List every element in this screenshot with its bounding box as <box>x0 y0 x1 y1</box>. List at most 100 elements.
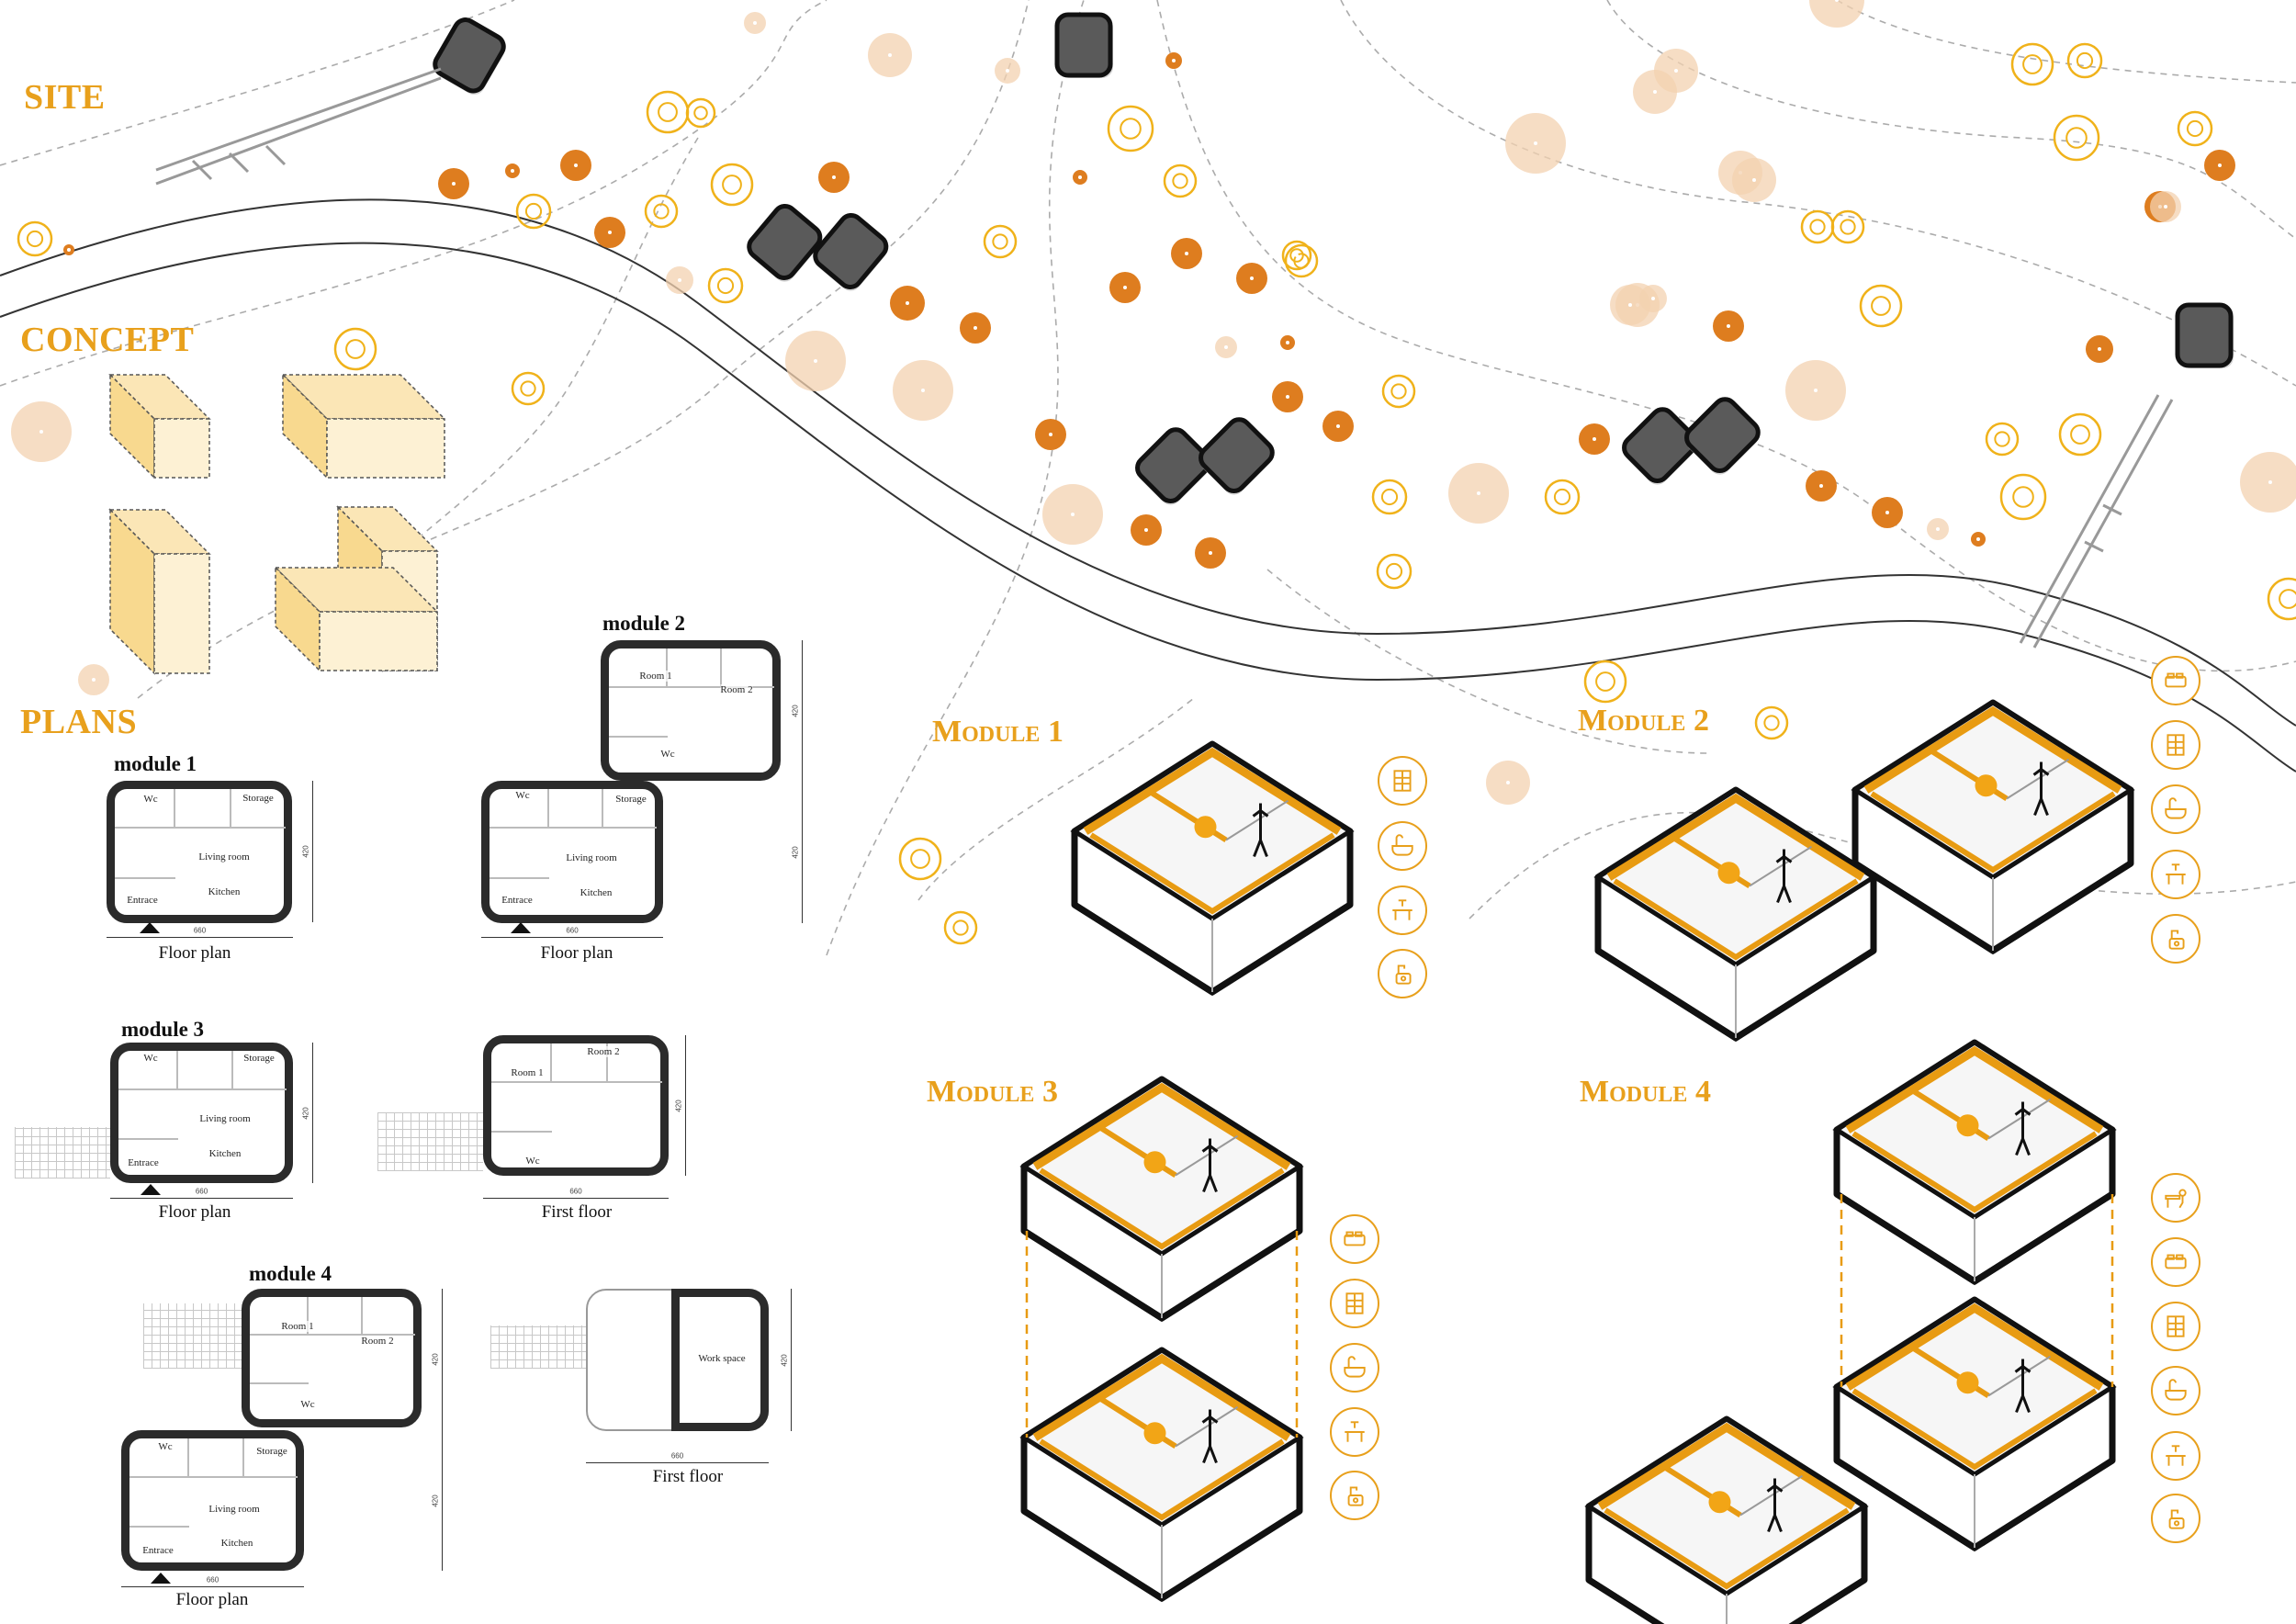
tree-ring-inner <box>1390 383 1407 400</box>
room-label: Living room <box>198 851 250 863</box>
plan-partition <box>118 1088 287 1090</box>
dimension-line <box>442 1430 443 1571</box>
dimension-line <box>312 781 313 922</box>
tree-center <box>659 209 663 213</box>
module-wall-front <box>1613 878 1859 961</box>
road-edge <box>0 242 2296 773</box>
tree-ring <box>644 194 679 229</box>
module-wall-top <box>1845 1303 2104 1391</box>
tree-ring <box>710 163 754 207</box>
tree-center <box>1172 59 1176 62</box>
tree-center <box>1770 721 1773 725</box>
room-label: Storage <box>243 1053 275 1064</box>
tree-ring-inner <box>693 106 708 120</box>
tree-ring <box>2053 114 2100 162</box>
entrance-marker <box>511 922 531 933</box>
tree-ring <box>943 910 978 945</box>
stair-drawing <box>490 1325 586 1369</box>
tree-ring <box>1371 479 1408 515</box>
iso-module-4-upper <box>1832 1039 2117 1286</box>
tree-ring-inner <box>2022 54 2043 74</box>
tree-ring-inner <box>1172 173 1188 189</box>
dimension-line <box>483 1198 669 1199</box>
tree-center <box>526 387 530 390</box>
width-dimension: 660 <box>569 1187 582 1196</box>
entrance-marker <box>140 922 160 933</box>
tree-ring-inner <box>910 849 930 869</box>
plan-partition <box>550 1043 553 1083</box>
plan-outline-workspace <box>671 1289 769 1431</box>
entrance-marker <box>151 1573 171 1584</box>
iso-title-module-2: Module 2 <box>1578 704 1709 738</box>
tree-ring <box>685 97 716 129</box>
tree-center <box>1885 511 1889 514</box>
room-label: Room 2 <box>720 684 753 695</box>
module-wall-top <box>1083 747 1342 835</box>
tree-ring <box>1376 553 1412 590</box>
room-label: Wc <box>300 1399 315 1410</box>
plan-title: module 4 <box>248 1262 332 1285</box>
width-dimension: 660 <box>193 926 207 935</box>
room-label: Kitchen <box>208 1148 242 1159</box>
site-house <box>1135 427 1211 505</box>
tree-center <box>1178 179 1182 183</box>
room-label: Living room <box>208 1504 260 1515</box>
tree-ring-inner <box>2070 424 2090 445</box>
house-roof <box>1135 427 1211 503</box>
tree-ring <box>515 193 552 230</box>
stair-drawing <box>143 1303 242 1369</box>
tree-center <box>92 678 96 682</box>
tree-center <box>1123 286 1127 289</box>
tree-center <box>1879 304 1883 308</box>
tree-center <box>1477 491 1480 495</box>
tree-center <box>1560 495 1564 499</box>
tree-center <box>452 182 456 186</box>
house-roof <box>747 203 823 280</box>
cube-front <box>319 611 438 671</box>
iso-title-module-1: Module 1 <box>932 715 1064 749</box>
cube-side <box>109 373 155 479</box>
tree-center <box>678 278 681 282</box>
height-dimension: 420 <box>301 845 310 858</box>
height-dimension: 420 <box>674 1099 683 1112</box>
room-label: Work space <box>698 1353 746 1364</box>
sink-icon <box>2151 1494 2200 1543</box>
contour-line <box>1836 0 2296 84</box>
module-partition <box>2006 758 2070 800</box>
tree-center <box>1835 0 1839 2</box>
person-figure <box>1775 849 1793 904</box>
tree-center <box>959 926 962 930</box>
tree-center <box>2031 62 2034 66</box>
contour-line <box>137 0 1030 699</box>
tree-center <box>2268 480 2272 484</box>
room-label: Storage <box>242 793 274 804</box>
plan-partition <box>174 789 176 829</box>
tree-ring-inner <box>952 919 969 936</box>
height-dimension: 420 <box>791 845 800 859</box>
tree-center <box>906 301 909 305</box>
plan-partition <box>547 789 549 829</box>
room-label: Wc <box>515 790 530 801</box>
plan-caption: First floor <box>652 1467 724 1486</box>
tree-center <box>1653 90 1657 94</box>
plan-partition <box>609 685 774 688</box>
room-label: Wc <box>525 1156 540 1167</box>
tree-center <box>1976 537 1980 541</box>
tree-ring-inner <box>520 380 536 397</box>
tree-ring-inner <box>653 203 670 220</box>
tree-center <box>2075 136 2078 140</box>
tree-ring <box>2058 412 2102 457</box>
person-figure <box>1252 803 1269 858</box>
tree-center <box>1506 781 1510 784</box>
bath-icon <box>1330 1343 1379 1393</box>
dimension-line <box>121 1586 304 1587</box>
room-label: Room 1 <box>511 1067 544 1078</box>
iso-title-module-3: Module 3 <box>927 1075 1058 1109</box>
dimension-line <box>107 937 293 938</box>
room-label: Storage <box>256 1446 287 1457</box>
tree-center <box>1604 680 1607 683</box>
person-figure <box>2014 1101 2032 1156</box>
height-dimension: 420 <box>791 704 800 717</box>
tree-center <box>1295 254 1299 257</box>
tree-center <box>1286 395 1289 399</box>
